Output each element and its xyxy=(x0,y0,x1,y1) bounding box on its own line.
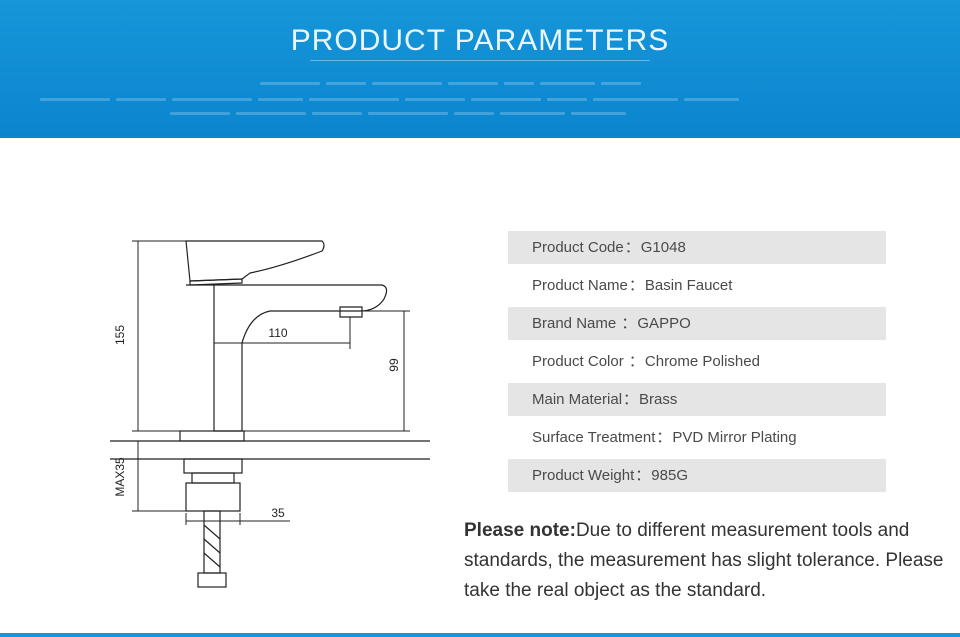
faucet-technical-drawing: 155 MAX35 110 99 35 xyxy=(110,225,430,595)
param-product-code: Product Code：G1048 xyxy=(508,231,886,264)
param-separator: ： xyxy=(656,429,672,446)
page-title: PRODUCT PARAMETERS xyxy=(0,24,960,61)
param-product-color: Product Color ：Chrome Polished xyxy=(508,345,886,378)
param-value: G1048 xyxy=(640,239,686,256)
dimension-reach-label: 110 xyxy=(268,326,287,340)
dimension-height-label: 155 xyxy=(113,325,127,345)
faucet-drawing-svg: 155 MAX35 110 99 35 xyxy=(110,240,430,588)
param-label: Product Name xyxy=(532,277,628,294)
param-label: Brand Name xyxy=(532,315,621,332)
param-product-weight: Product Weight：985G xyxy=(508,459,886,492)
param-separator: ： xyxy=(628,353,644,370)
dimension-base-label: 35 xyxy=(271,506,285,520)
dimension-spout-height-label: 99 xyxy=(387,358,401,372)
bottom-divider xyxy=(0,633,960,637)
dimension-max-label: MAX35 xyxy=(113,457,127,497)
param-label: Main Material xyxy=(532,391,623,408)
param-product-name: Product Name：Basin Faucet xyxy=(508,269,886,302)
param-separator: ： xyxy=(635,467,651,484)
param-separator: ： xyxy=(624,239,640,256)
param-surface-treatment: Surface Treatment：PVD Mirror Plating xyxy=(508,421,886,454)
param-value: Brass xyxy=(639,391,678,408)
decorative-text-line xyxy=(40,88,920,101)
param-label: Surface Treatment xyxy=(532,429,656,446)
param-value: Chrome Polished xyxy=(644,353,760,370)
decorative-text-line xyxy=(40,102,920,115)
param-main-material: Main Material：Brass xyxy=(508,383,886,416)
tolerance-note: Please note:Due to different measurement… xyxy=(464,516,944,606)
param-label: Product Weight xyxy=(532,467,635,484)
note-label: Please note: xyxy=(464,520,576,541)
param-separator: ： xyxy=(623,391,639,408)
param-value: 985G xyxy=(651,467,688,484)
param-label: Product Color xyxy=(532,353,628,370)
parameters-list: Product Code：G1048 Product Name：Basin Fa… xyxy=(508,231,886,497)
note-text: Due to different measurement tools and s… xyxy=(464,520,944,601)
param-label: Product Code xyxy=(532,239,624,256)
param-value: PVD Mirror Plating xyxy=(672,429,797,446)
header-banner: PRODUCT PARAMETERS xyxy=(0,0,960,138)
param-value: GAPPO xyxy=(637,315,691,332)
decorative-text-line xyxy=(40,72,920,85)
param-value: Basin Faucet xyxy=(644,277,733,294)
param-separator: ： xyxy=(628,277,644,294)
param-brand-name: Brand Name ：GAPPO xyxy=(508,307,886,340)
param-separator: ： xyxy=(621,315,637,332)
